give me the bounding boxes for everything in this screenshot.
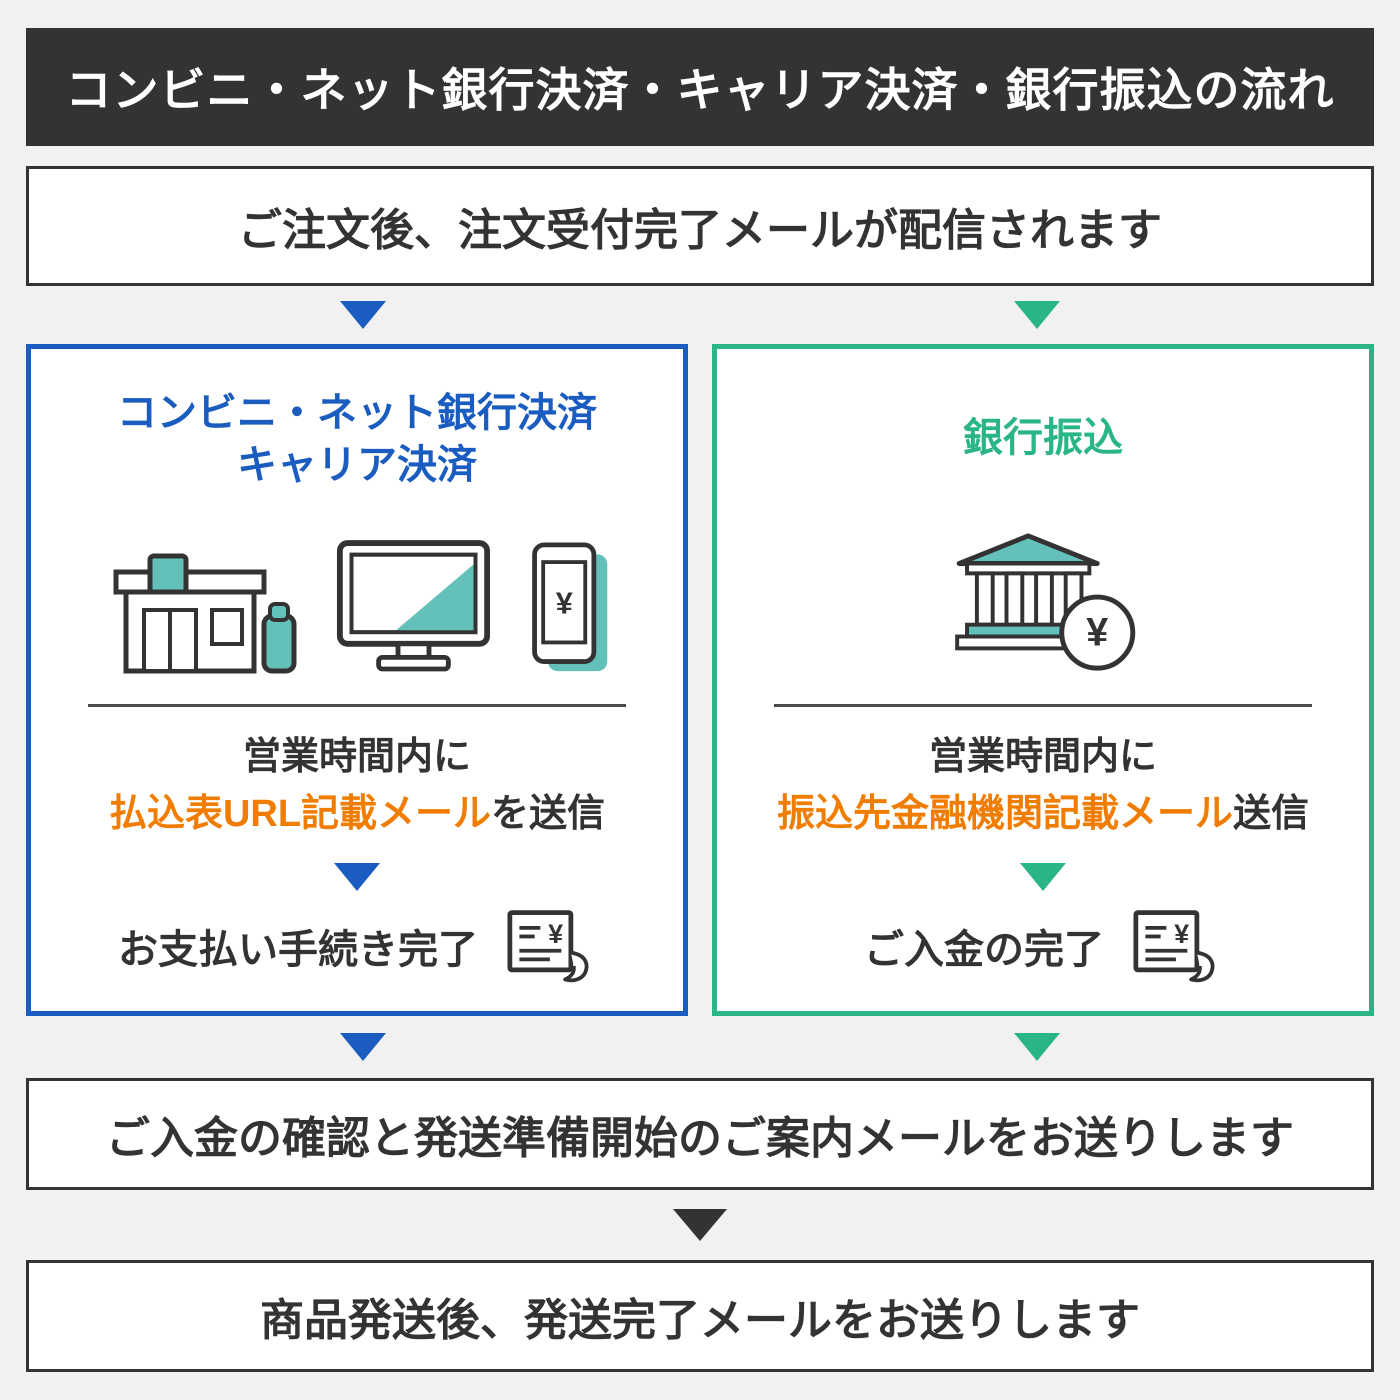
panel-title-right: 銀行振込 — [963, 387, 1123, 488]
payment-panels: コンビニ・ネット銀行決済 キャリア決済 — [26, 344, 1374, 1016]
arrow-slot-left-bottom — [26, 1016, 700, 1078]
left-complete-label: お支払い手続き完了 — [118, 928, 478, 972]
receipt-icon: ¥ — [507, 910, 589, 983]
panel-title-right-text: 銀行振込 — [963, 415, 1123, 460]
arrow-down-blue-icon — [340, 301, 386, 329]
step-confirm-box: ご入金の確認と発送準備開始のご案内メールをお送りします — [26, 1078, 1374, 1190]
right-notice-suffix: 送信 — [1233, 793, 1310, 835]
smartphone-icon: ¥ — [531, 542, 607, 672]
convenience-store-icon — [113, 553, 296, 674]
arrow-down-blue-icon — [340, 1033, 386, 1061]
page-header: コンビニ・ネット銀行決済・キャリア決済・銀行振込の流れ — [26, 28, 1374, 146]
step-order-box: ご注文後、注文受付完了メールが配信されます — [26, 166, 1374, 286]
bank-yen-symbol: ¥ — [1086, 610, 1108, 654]
panel-title-left-line2: キャリア決済 — [237, 443, 477, 487]
panel-konbini-netbank-carrier: コンビニ・ネット銀行決済 キャリア決済 — [26, 344, 688, 1016]
arrow-slot-right-bottom — [700, 1016, 1374, 1078]
left-notice-suffix: を送信 — [491, 793, 606, 835]
payment-method-icons-right: ¥ — [737, 502, 1349, 676]
page-title: コンビニ・ネット銀行決済・キャリア決済・銀行振込の流れ — [65, 64, 1335, 116]
arrow-down-green-icon — [1014, 1033, 1060, 1061]
divider-line-right — [773, 704, 1313, 707]
arrow-down-dark-icon — [673, 1209, 727, 1241]
left-notice-highlight: 払込表URL記載メール — [108, 793, 492, 835]
right-notice-highlight: 振込先金融機関記載メール — [776, 793, 1233, 835]
left-notice-line1: 営業時間内に — [242, 736, 471, 778]
panel-title-left-line1: コンビニ・ネット銀行決済 — [117, 391, 597, 435]
arrow-row-dark — [26, 1190, 1374, 1260]
step-ship-text: 商品発送後、発送完了メールをお送りします — [260, 1296, 1140, 1345]
arrow-slot-left — [26, 286, 700, 344]
step-confirm-text: ご入金の確認と発送準備開始のご案内メールをお送りします — [106, 1114, 1294, 1163]
arrow-down-green-icon — [1020, 863, 1066, 891]
panel-bank-transfer: 銀行振込 ¥ 営業時間内に 振込先金融 — [712, 344, 1374, 1016]
arrow-down-blue-icon — [334, 863, 380, 891]
step-ship-box: 商品発送後、発送完了メールをお送りします — [26, 1260, 1374, 1372]
right-notice-line1: 営業時間内に — [928, 736, 1157, 778]
receipt-yen-symbol: ¥ — [1174, 919, 1189, 949]
left-notice: 営業時間内に 払込表URL記載メールを送信 — [109, 729, 605, 843]
arrow-down-green-icon — [1014, 301, 1060, 329]
computer-icon — [336, 540, 490, 672]
arrow-row-bottom — [26, 1016, 1374, 1078]
right-complete-row: ご入金の完了 ¥ — [864, 905, 1222, 987]
bank-icon: ¥ — [955, 533, 1136, 671]
smartphone-yen-symbol: ¥ — [555, 587, 572, 621]
arrow-slot-right — [700, 286, 1374, 344]
step-order-text: ご注文後、注文受付完了メールが配信されます — [238, 206, 1162, 255]
divider-line-left — [87, 704, 627, 707]
arrow-row-top — [26, 286, 1374, 344]
panel-title-left: コンビニ・ネット銀行決済 キャリア決済 — [117, 387, 597, 491]
receipt-yen-symbol: ¥ — [548, 919, 563, 949]
payment-method-icons-left: ¥ — [51, 505, 663, 676]
left-complete-row: お支払い手続き完了 ¥ — [118, 905, 596, 987]
right-notice: 営業時間内に 振込先金融機関記載メール送信 — [777, 729, 1309, 843]
receipt-icon: ¥ — [1133, 910, 1215, 983]
right-complete-label: ご入金の完了 — [864, 928, 1104, 972]
